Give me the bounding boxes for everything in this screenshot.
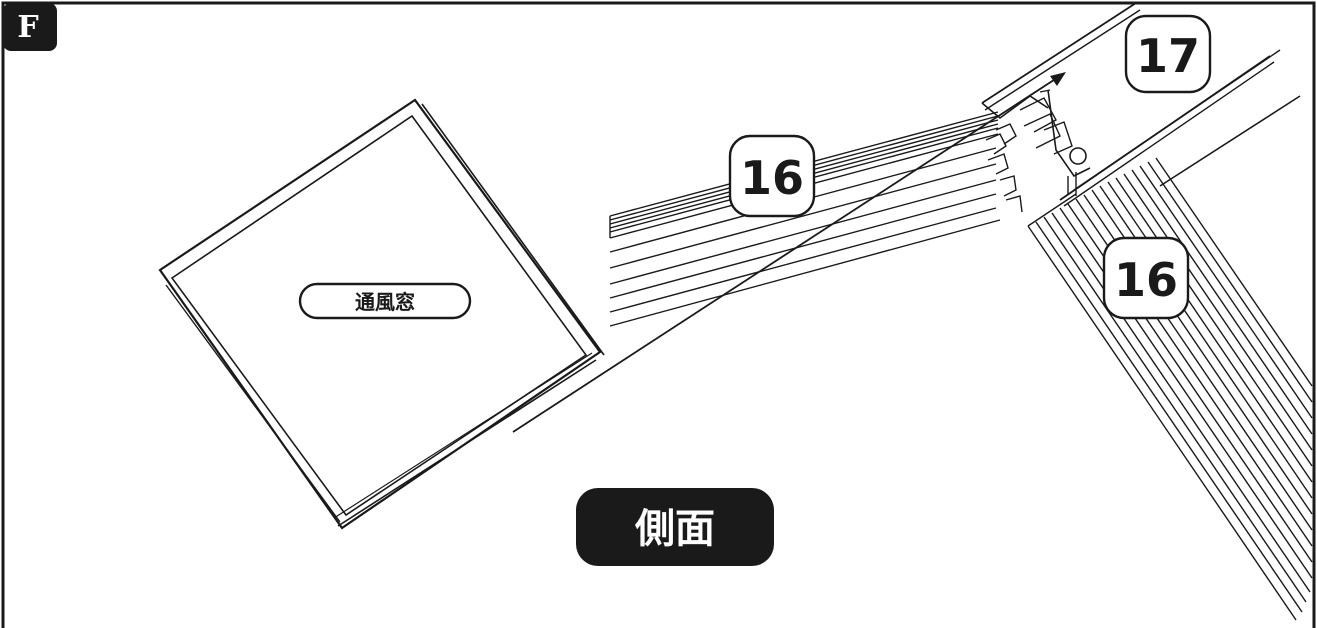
view-label: 側面	[576, 488, 774, 566]
window-label: 通風窓	[298, 282, 472, 320]
window-panel	[158, 98, 605, 530]
ridge-profile	[981, 2, 1301, 213]
step-letter: F	[17, 10, 38, 45]
direction-arrow	[512, 72, 1066, 433]
callout-17: 17	[1124, 14, 1212, 94]
window-label-text: 通風窓	[355, 290, 415, 314]
step-badge: F	[3, 3, 57, 51]
callout-16-right-text: 16	[1114, 253, 1178, 307]
roof-sheet-right	[1027, 157, 1313, 621]
callout-16-top: 16	[728, 134, 816, 218]
view-label-text: 側面	[634, 506, 715, 552]
callout-17-text: 17	[1136, 29, 1200, 83]
callout-16-top-text: 16	[740, 151, 804, 205]
callout-16-right: 16	[1102, 236, 1190, 320]
